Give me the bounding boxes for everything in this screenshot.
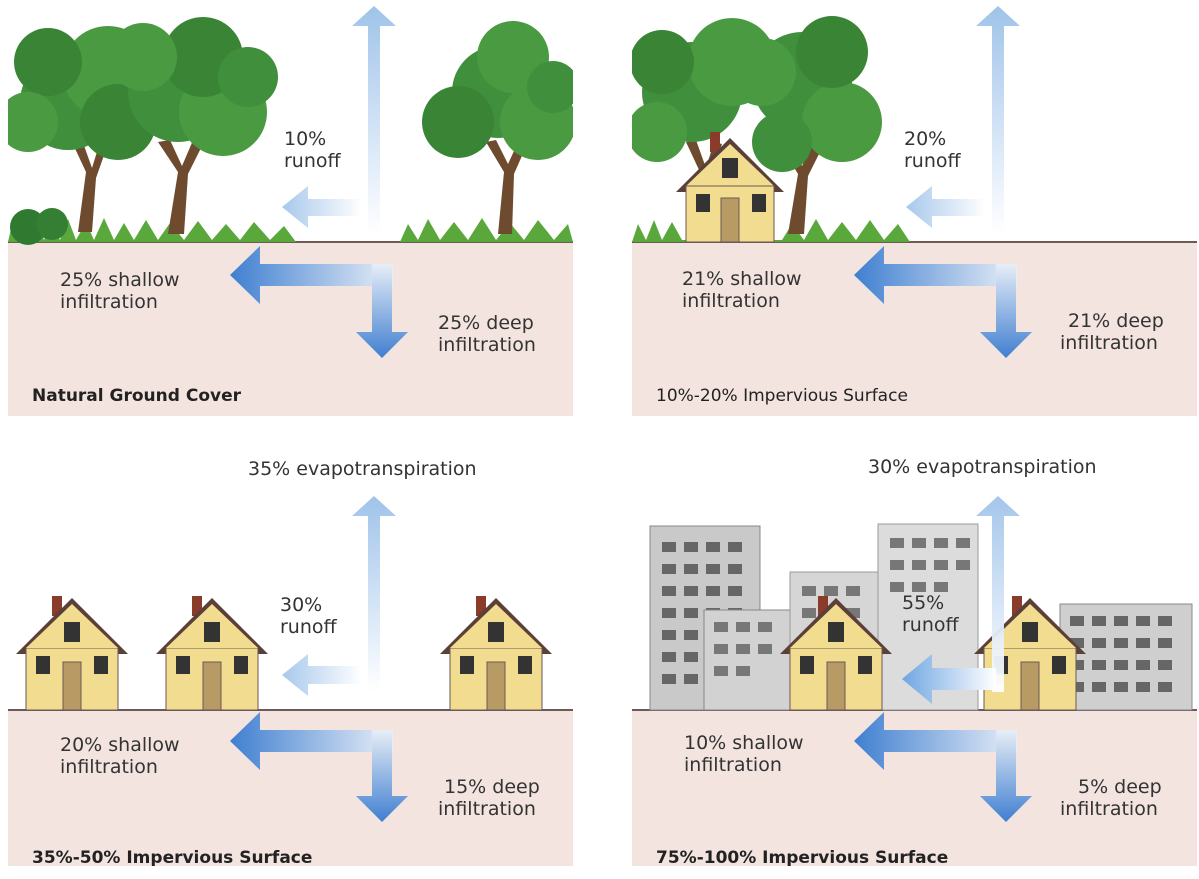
deep-infiltration-arrow xyxy=(356,264,408,358)
building-icon xyxy=(703,609,791,711)
evapotranspiration-label: 30% evapotranspiration xyxy=(868,456,1097,478)
shallow-infiltration-label: infiltration xyxy=(60,291,158,313)
deep-infiltration-arrow xyxy=(980,264,1032,358)
runoff-label: runoff xyxy=(902,614,959,636)
runoff-arrow xyxy=(906,186,986,228)
house-icon xyxy=(156,596,268,711)
mid-impervious-scene xyxy=(8,496,573,866)
house-icon xyxy=(16,596,128,711)
panel-natural-ground-cover: 10% runoff 25% shallow infiltration 25% … xyxy=(8,2,573,416)
deep-infiltration-label: infiltration xyxy=(1060,798,1158,820)
panel-caption: 35%-50% Impervious Surface xyxy=(32,848,313,866)
runoff-arrow xyxy=(282,654,362,696)
runoff-percent: 30% xyxy=(280,594,323,616)
bush-icon xyxy=(10,208,68,245)
deep-infiltration-arrow xyxy=(356,730,408,822)
panel-mid-impervious: 35% evapotranspiration 30% runoff 20% sh… xyxy=(8,452,573,866)
shallow-infiltration-percent: 10% shallow xyxy=(684,732,804,754)
tree-icon xyxy=(728,16,882,234)
runoff-label: runoff xyxy=(280,616,337,638)
grass-right xyxy=(400,218,573,242)
shallow-infiltration-arrow xyxy=(854,246,1017,304)
deep-infiltration-label: infiltration xyxy=(438,798,536,820)
shallow-infiltration-percent: 25% shallow xyxy=(60,269,180,291)
grass xyxy=(632,219,910,242)
deep-infiltration-percent: 21% deep xyxy=(1068,310,1164,332)
deep-infiltration-label: infiltration xyxy=(1060,332,1158,354)
runoff-percent: 10% xyxy=(284,128,327,150)
runoff-label: runoff xyxy=(284,150,341,172)
natural-scene xyxy=(8,6,573,416)
shallow-infiltration-label: infiltration xyxy=(682,290,780,312)
evapotranspiration-arrow xyxy=(976,496,1020,692)
runoff-arrow xyxy=(902,654,996,704)
shallow-infiltration-percent: 20% shallow xyxy=(60,734,180,756)
deep-infiltration-label: infiltration xyxy=(438,334,536,356)
runoff-arrow xyxy=(282,186,362,228)
high-impervious-scene xyxy=(632,496,1197,866)
grass-left xyxy=(8,217,296,242)
evapotranspiration-arrow xyxy=(352,496,396,692)
shallow-infiltration-arrow xyxy=(230,712,393,770)
shallow-infiltration-percent: 21% shallow xyxy=(682,268,802,290)
tree-icon xyxy=(109,17,278,234)
evapotranspiration-label: 35% evapotranspiration xyxy=(248,458,477,480)
deep-infiltration-percent: 25% deep xyxy=(438,312,534,334)
evapotranspiration-arrow xyxy=(976,6,1020,234)
panel-low-impervious: 20% runoff 21% shallow infiltration 21% … xyxy=(632,2,1197,416)
building-icon xyxy=(1059,603,1193,711)
panel-high-impervious: 30% evapotranspiration 55% runoff 10% sh… xyxy=(632,452,1197,866)
runoff-label: runoff xyxy=(904,150,961,172)
evapotranspiration-arrow xyxy=(352,6,396,234)
house-icon xyxy=(440,596,552,711)
house-icon xyxy=(780,596,892,711)
runoff-percent: 55% xyxy=(902,592,945,614)
low-impervious-scene xyxy=(632,6,1197,416)
shallow-infiltration-label: infiltration xyxy=(684,754,782,776)
shallow-infiltration-arrow xyxy=(854,712,1017,770)
panel-caption: 75%-100% Impervious Surface xyxy=(656,848,949,866)
runoff-percent: 20% xyxy=(904,128,947,150)
deep-infiltration-percent: 5% deep xyxy=(1078,776,1162,798)
panel-caption: Natural Ground Cover xyxy=(32,386,241,406)
tree-icon xyxy=(422,21,573,234)
deep-infiltration-arrow xyxy=(980,730,1032,822)
deep-infiltration-percent: 15% deep xyxy=(444,776,540,798)
house-icon xyxy=(676,132,784,243)
shallow-infiltration-label: infiltration xyxy=(60,756,158,778)
panel-caption: 10%-20% Impervious Surface xyxy=(656,386,908,406)
shallow-infiltration-arrow xyxy=(230,246,393,304)
